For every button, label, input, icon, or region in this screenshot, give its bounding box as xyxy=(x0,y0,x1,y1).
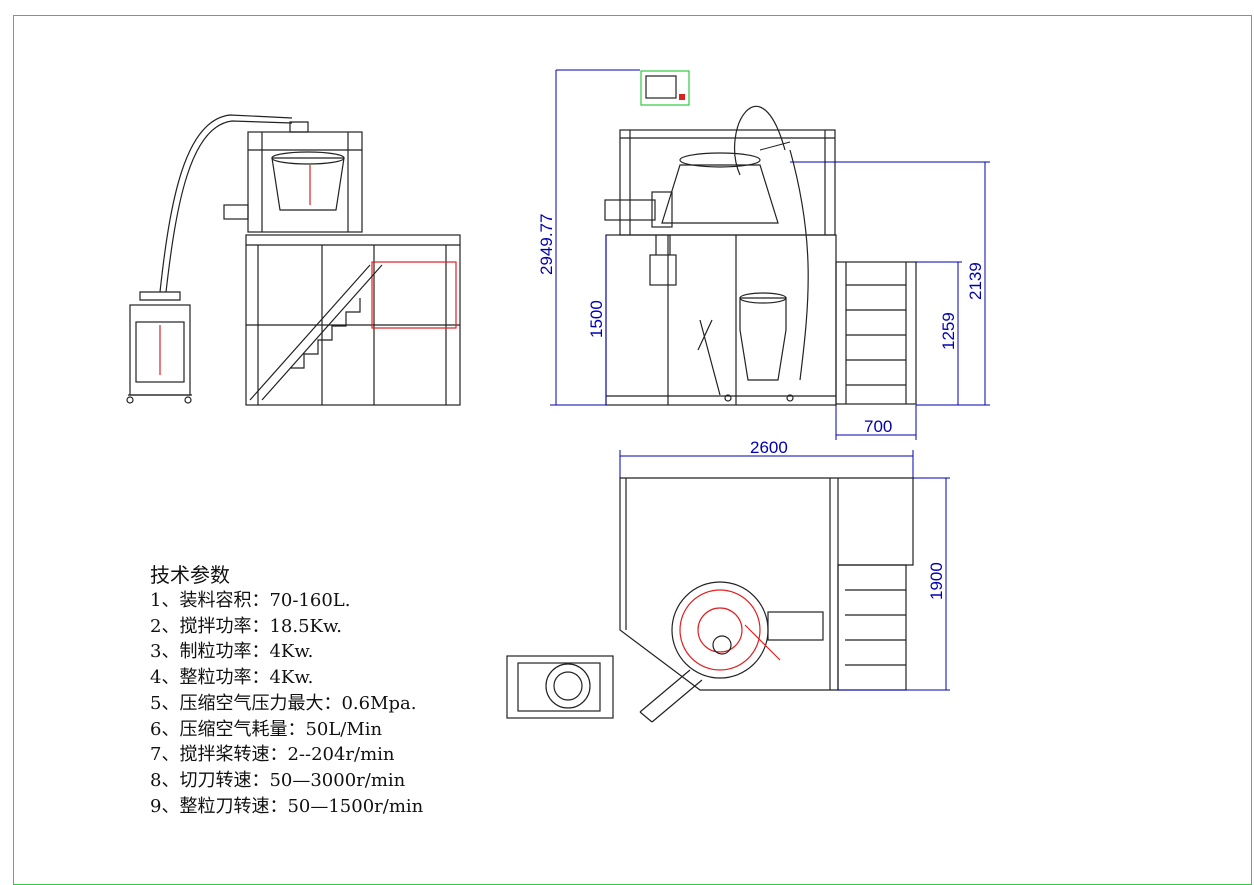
spec-line: 3、制粒功率：4Kw. xyxy=(150,641,314,663)
dim-platform-height: 1259 xyxy=(939,312,958,350)
side-view-left xyxy=(126,114,461,406)
dimension-lines xyxy=(550,69,990,691)
spec-line: 2、搅拌功率：18.5Kw. xyxy=(150,615,342,637)
spec-line: 4、整粒功率：4Kw. xyxy=(150,667,314,689)
granulator-upper-left xyxy=(223,121,363,233)
dim-lower-height: 1500 xyxy=(587,300,606,338)
spec-line: 6、压缩空气耗量：50L/Min xyxy=(150,718,383,740)
vacuum-feeder-left xyxy=(126,291,192,404)
specs-title: 技术参数 xyxy=(150,563,230,587)
control-panel xyxy=(640,70,690,106)
spec-line: 7、搅拌桨转速：2--204r/min xyxy=(150,744,395,766)
spec-line: 5、压缩空气压力最大：0.6Mpa. xyxy=(150,692,417,714)
plan-view xyxy=(506,477,914,723)
dim-total-height: 2949.77 xyxy=(537,214,556,275)
dim-platform-width: 700 xyxy=(864,417,892,436)
receiving-container xyxy=(697,292,794,402)
front-view xyxy=(604,70,917,406)
dim-right-height: 2139 xyxy=(966,262,985,300)
spec-line: 1、装料容积：70-160L. xyxy=(150,590,351,611)
spec-line: 8、切刀转速：50—3000r/min xyxy=(150,769,406,791)
spec-line: 9、整粒刀转速：50—1500r/min xyxy=(150,795,424,817)
support-table-left xyxy=(245,234,461,406)
side-platform xyxy=(835,261,917,405)
dim-plan-depth: 1900 xyxy=(927,562,946,600)
dim-plan-width: 2600 xyxy=(750,438,788,457)
technical-specs: 技术参数 1、装料容积：70-160L. 2、搅拌功率：18.5Kw. 3、制粒… xyxy=(150,562,423,819)
